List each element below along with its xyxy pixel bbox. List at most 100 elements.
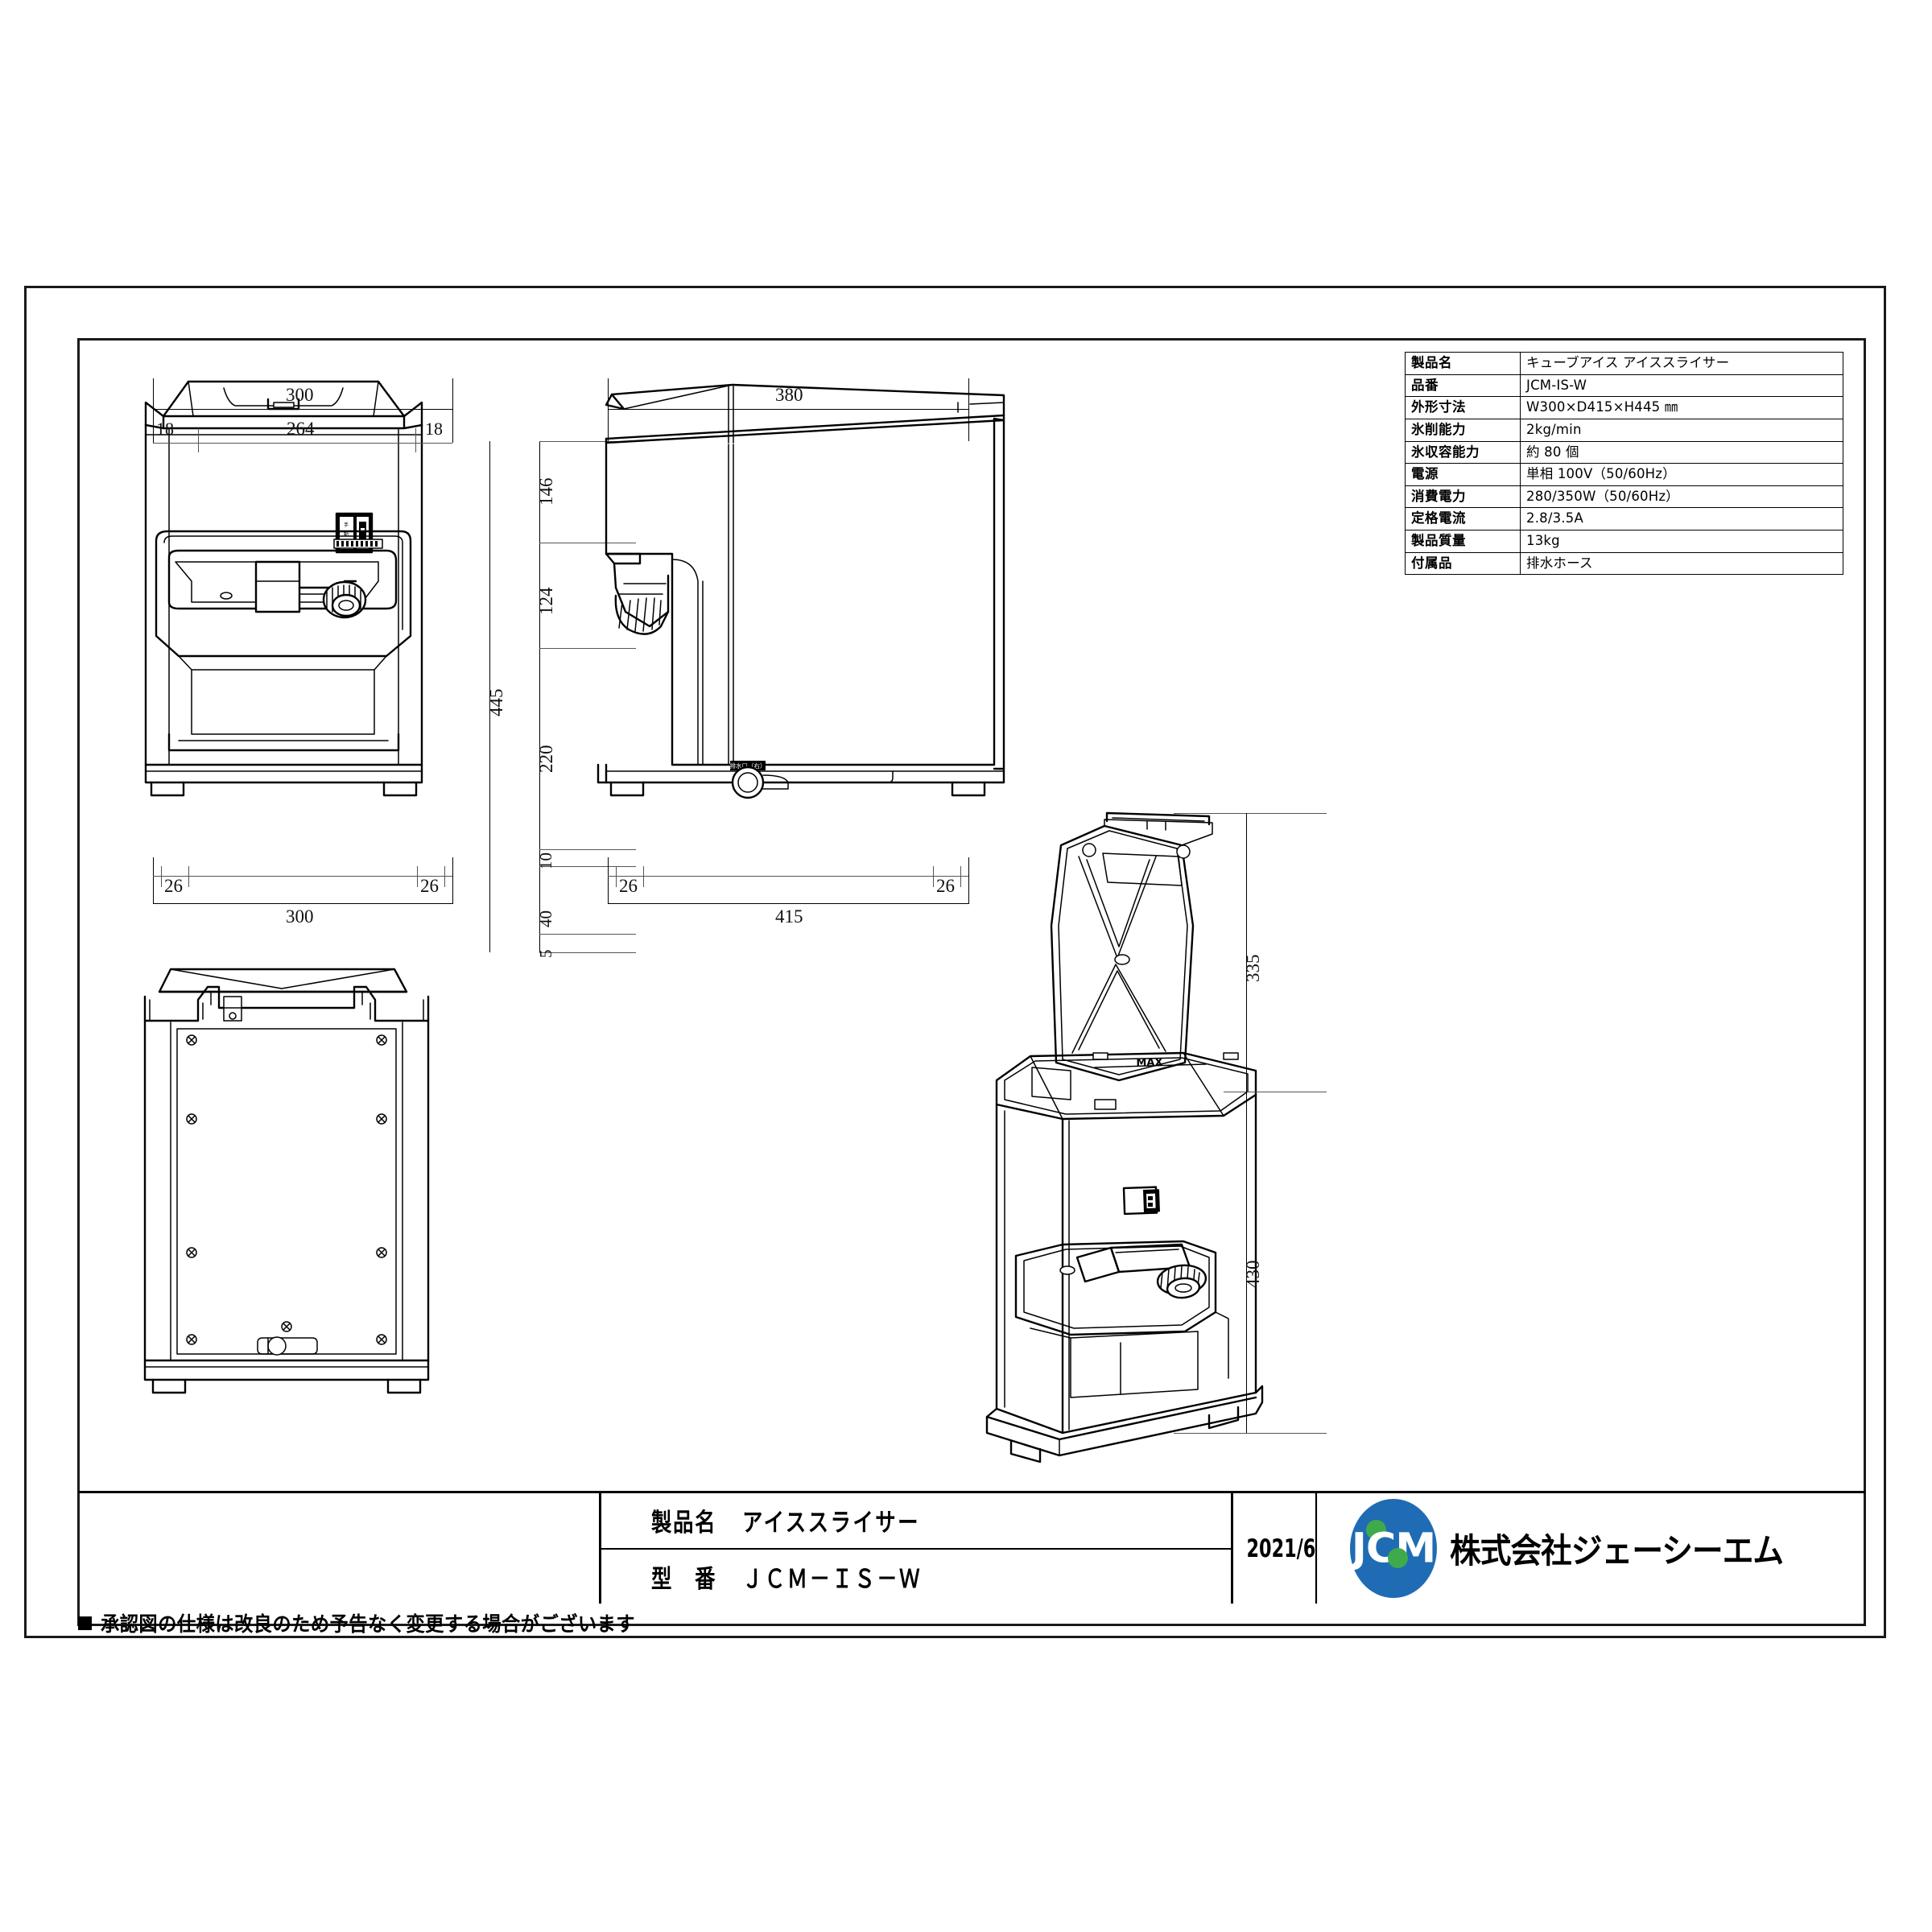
table-row: 氷収容能力約 80 個	[1405, 440, 1843, 464]
front-dim-26-right: 26	[420, 876, 439, 896]
dim-tick	[415, 428, 417, 452]
spec-value: キューブアイス アイススライサー	[1520, 352, 1843, 375]
bullet-square-icon	[78, 1616, 92, 1630]
dim-ext-line	[968, 857, 970, 904]
dim-ext	[539, 441, 636, 443]
front-view-group: 300 18 264 18	[121, 370, 491, 927]
dim-ext	[1174, 1433, 1327, 1435]
front-dim-300-bottom: 300	[286, 906, 314, 927]
spec-label: 製品名	[1405, 352, 1521, 375]
dim-ext-line	[153, 857, 155, 904]
side-dim-5: 5	[536, 949, 555, 959]
product-name-value: アイススライサー	[742, 1509, 921, 1538]
front-view-drawing: 手 動 自動	[144, 380, 423, 797]
side-dim-26-right: 26	[936, 876, 955, 896]
spec-value: W300×D415×H445 ㎜	[1520, 396, 1843, 419]
rear-view-group	[121, 958, 491, 1425]
model-number-label: 型 番	[651, 1564, 717, 1594]
side-dim-415: 415	[775, 906, 803, 927]
front-dim-264: 264	[287, 419, 315, 439]
table-row: 電源単相 100V（50/60Hz）	[1405, 463, 1843, 486]
table-row: 製品名キューブアイス アイススライサー	[1405, 352, 1843, 375]
svg-text:排水口（右）: 排水口（右）	[730, 762, 766, 770]
perspective-view-drawing: MAX	[985, 811, 1264, 1463]
svg-text:手: 手	[344, 522, 349, 528]
dim-ext	[539, 849, 636, 851]
dim-tick	[933, 866, 935, 887]
dim-line-vert	[1246, 813, 1248, 1433]
screw-group	[186, 1034, 387, 1345]
dim-line-445	[489, 441, 491, 952]
drawing-frame-inner	[77, 338, 1866, 1626]
footnote-text: 承認図の仕様は改良のため予告なく変更する場合がございます	[101, 1612, 636, 1636]
logo-dot-lower-icon	[1388, 1548, 1408, 1568]
side-view-group: 380	[592, 370, 1042, 927]
spec-label: 電源	[1405, 463, 1521, 486]
title-block: 製品名 アイススライサー 型 番 ＪＣＭ－ＩＳ－Ｗ 2021/6 JCM 株式会…	[78, 1491, 1865, 1604]
spec-value: 2.8/3.5A	[1520, 507, 1843, 530]
dim-ext-line	[608, 857, 609, 904]
spec-label: 定格電流	[1405, 507, 1521, 530]
dim-ext-line	[153, 378, 155, 443]
spec-label: 消費電力	[1405, 485, 1521, 509]
perspective-view-group: MAX	[982, 797, 1327, 1465]
table-row: 付属品排水ホース	[1405, 551, 1843, 576]
front-dim-18-left: 18	[156, 419, 174, 439]
spec-value: 2kg/min	[1520, 418, 1843, 442]
spec-value: 単相 100V（50/60Hz）	[1520, 463, 1843, 486]
dim-tick	[960, 866, 962, 887]
title-block-names: 製品名 アイススライサー 型 番 ＪＣＭ－ＩＳ－Ｗ	[601, 1493, 1233, 1604]
side-dim-146: 146	[536, 477, 556, 506]
dim-ext-line	[968, 378, 970, 441]
dim-line-380	[608, 409, 968, 411]
dim-ext	[539, 952, 636, 954]
front-dim-18-right: 18	[425, 419, 443, 439]
logo-dot-upper-icon	[1366, 1520, 1386, 1540]
spec-label: 外形寸法	[1405, 396, 1521, 419]
spec-value: 約 80 個	[1520, 440, 1843, 464]
spec-label: 付属品	[1405, 551, 1521, 576]
spec-value: 280/350W（50/60Hz）	[1520, 485, 1843, 509]
front-dim-26-left: 26	[164, 876, 183, 896]
front-dim-300-top: 300	[286, 385, 314, 405]
dim-line-chain-v	[539, 441, 541, 952]
dim-ext	[539, 648, 636, 650]
dim-ext	[1174, 813, 1327, 815]
dim-line-chain	[608, 876, 968, 877]
company-logo-block: JCM 株式会社ジェーシーエム	[1331, 1493, 1865, 1604]
dim-ext	[539, 934, 636, 935]
side-view-drawing: 排水口（右）	[597, 383, 1005, 799]
product-name-label: 製品名	[651, 1509, 717, 1538]
title-block-blank-cell	[78, 1493, 601, 1604]
side-dim-220: 220	[536, 745, 556, 774]
dim-line-chain	[153, 443, 452, 444]
spec-value: JCM-IS-W	[1520, 374, 1843, 398]
dim-line-415	[608, 903, 968, 905]
spec-value: 排水ホース	[1520, 551, 1843, 576]
spec-label: 氷削能力	[1405, 418, 1521, 442]
dim-line-chain	[153, 876, 452, 877]
title-row-product: 製品名 アイススライサー	[601, 1493, 1231, 1550]
max-label: MAX	[1136, 1057, 1162, 1070]
title-row-model: 型 番 ＪＣＭ－ＩＳ－Ｗ	[601, 1550, 1231, 1604]
side-dim-26-left: 26	[619, 876, 638, 896]
spec-label: 製品質量	[1405, 530, 1521, 553]
spec-label: 氷収容能力	[1405, 440, 1521, 464]
dim-ext-line	[452, 378, 454, 443]
persp-dim-335: 335	[1243, 954, 1263, 983]
company-name: 株式会社ジェーシーエム	[1450, 1531, 1784, 1571]
dim-tick	[161, 866, 163, 887]
dim-line-300-bottom	[153, 903, 452, 905]
spec-value: 13kg	[1520, 530, 1843, 553]
dim-tick	[188, 866, 190, 887]
side-dim-124: 124	[536, 587, 556, 616]
svg-text:動: 動	[344, 531, 349, 538]
